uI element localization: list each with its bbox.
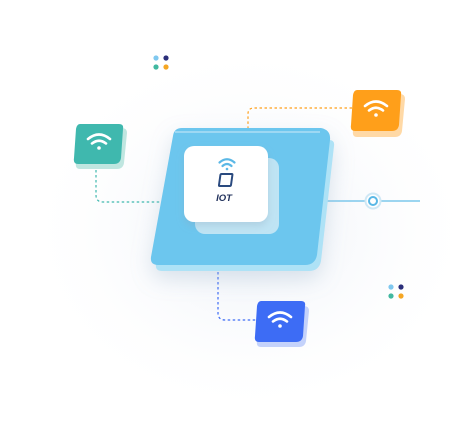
- wifi-icon: [218, 158, 236, 171]
- decorative-dots-right: [388, 284, 404, 299]
- connector-blue: [217, 272, 258, 321]
- connection-endpoint: [364, 192, 382, 210]
- connector-orange: [247, 107, 352, 128]
- device-icon: [217, 173, 234, 187]
- node-orange: [350, 90, 405, 137]
- node-blue: [254, 301, 309, 347]
- iot-hub-block: [184, 146, 279, 234]
- wifi-icon: [267, 311, 293, 328]
- connector-teal: [95, 165, 160, 203]
- node-teal: [73, 124, 127, 169]
- wifi-icon: [86, 133, 112, 150]
- decorative-dots-top: [153, 55, 169, 70]
- wifi-icon: [363, 100, 389, 117]
- hub-label: IOT: [216, 193, 233, 204]
